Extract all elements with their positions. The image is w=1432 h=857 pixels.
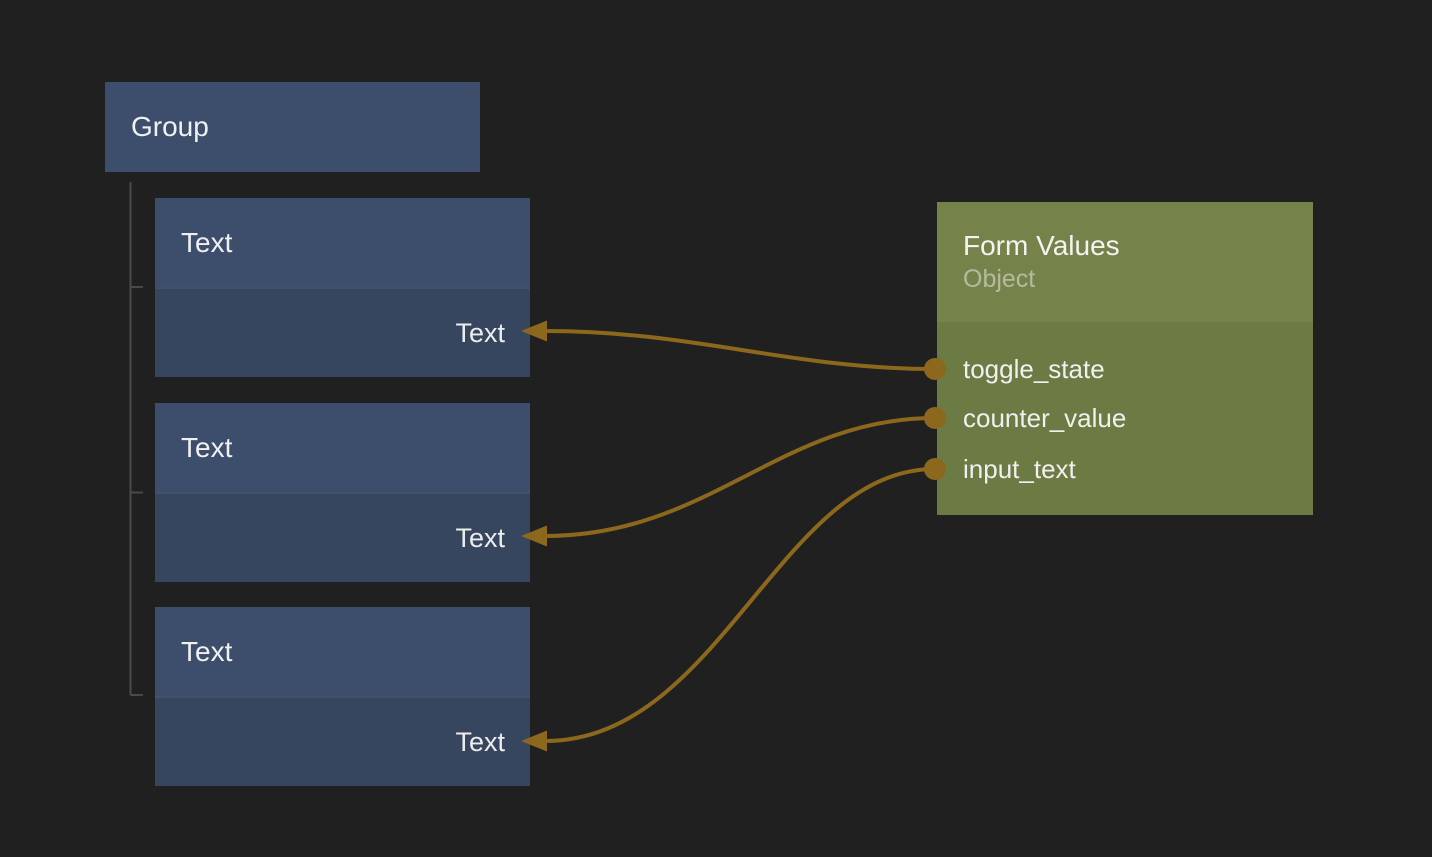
field-row-toggle-state[interactable]: toggle_state [937, 344, 1313, 394]
arrowhead-toggle-state [521, 320, 547, 342]
form-output-ports [924, 358, 946, 480]
text-node-2-header: Text [155, 403, 530, 492]
arrowhead-counter-value [521, 525, 547, 547]
port-input-text[interactable] [924, 458, 946, 480]
port-counter-value[interactable] [924, 407, 946, 429]
arrowhead-input-text [521, 730, 547, 752]
connection-toggle-state[interactable] [521, 320, 936, 371]
form-values-header: Form Values Object [937, 202, 1313, 322]
form-values-body: toggle_state counter_value input_text [937, 322, 1313, 515]
field-row-input-text[interactable]: input_text [937, 444, 1313, 494]
field-label-input-text: input_text [963, 454, 1076, 484]
text-node-2-title: Text [181, 432, 233, 463]
form-values-subtitle: Object [963, 265, 1036, 293]
text-node-2[interactable]: Text Text [155, 403, 530, 582]
form-values-title: Form Values [963, 230, 1120, 261]
text-node-1-title: Text [181, 227, 233, 258]
group-tree-connector [129, 182, 143, 696]
field-row-counter-value[interactable]: counter_value [937, 393, 1313, 443]
text-node-3-header: Text [155, 607, 530, 696]
text-node-3-title: Text [181, 636, 233, 667]
text-node-3-input-port-label: Text [455, 727, 505, 757]
text-node-1-input-port-label: Text [455, 318, 505, 348]
text-node-1[interactable]: Text Text [155, 198, 530, 377]
text-node-1-body: Text [155, 287, 530, 377]
connection-input-text[interactable] [521, 467, 936, 752]
group-node[interactable]: Group [105, 82, 480, 172]
field-label-counter-value: counter_value [963, 403, 1127, 433]
port-toggle-state[interactable] [924, 358, 946, 380]
connection-counter-value[interactable] [521, 416, 936, 547]
text-node-3-body: Text [155, 696, 530, 786]
text-node-2-input-port-label: Text [455, 523, 505, 553]
text-node-1-header: Text [155, 198, 530, 287]
text-node-3[interactable]: Text Text [155, 607, 530, 786]
field-label-toggle-state: toggle_state [963, 354, 1105, 384]
form-values-node[interactable]: Form Values Object toggle_state counter_… [937, 202, 1313, 515]
text-node-2-body: Text [155, 492, 530, 582]
group-node-label: Group [131, 111, 209, 142]
